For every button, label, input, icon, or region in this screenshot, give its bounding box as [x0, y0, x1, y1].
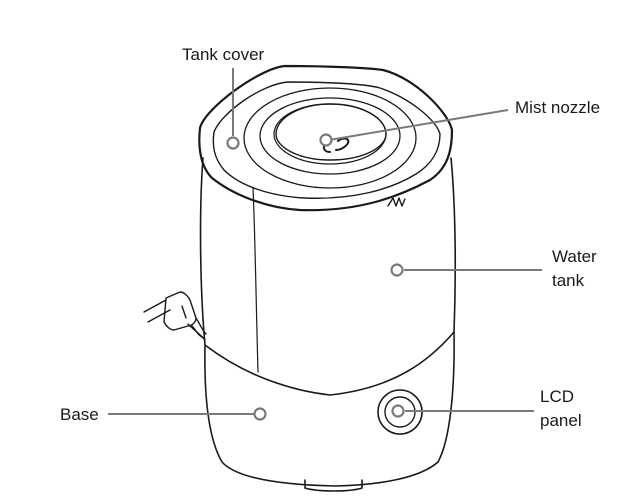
label-lcd-panel-line-2: panel	[540, 411, 582, 430]
power-plug	[143, 291, 207, 341]
label-water-tank-line-1: Water	[552, 247, 597, 266]
label-lcd-panel: LCD panel	[540, 385, 582, 433]
marker-base	[253, 407, 267, 421]
logo-mark	[387, 197, 406, 207]
label-tank-cover: Tank cover	[182, 45, 265, 64]
nozzle-cap	[275, 103, 387, 161]
tank-base-seam	[204, 331, 455, 396]
base-body	[204, 331, 455, 487]
tank-cover-rim	[212, 81, 441, 199]
tank-cover-outer	[198, 64, 454, 212]
marker-water-tank	[390, 263, 404, 277]
label-water-tank-line-2: tank	[552, 271, 585, 290]
water-tank-body	[199, 157, 457, 346]
nozzle-ring-outer	[243, 87, 417, 189]
marker-lcd-panel	[391, 404, 405, 418]
base-foot	[304, 479, 363, 492]
label-base: Base	[60, 405, 99, 424]
label-lcd-panel-line-1: LCD	[540, 387, 575, 406]
label-water-tank: Water tank	[552, 245, 597, 293]
marker-mist-nozzle	[319, 133, 333, 147]
nozzle-ring-mid	[259, 97, 401, 175]
label-mist-nozzle: Mist nozzle	[515, 98, 601, 117]
tank-corner-edge	[252, 187, 259, 373]
leader-mist-nozzle	[328, 109, 509, 141]
marker-tank-cover	[226, 136, 240, 150]
